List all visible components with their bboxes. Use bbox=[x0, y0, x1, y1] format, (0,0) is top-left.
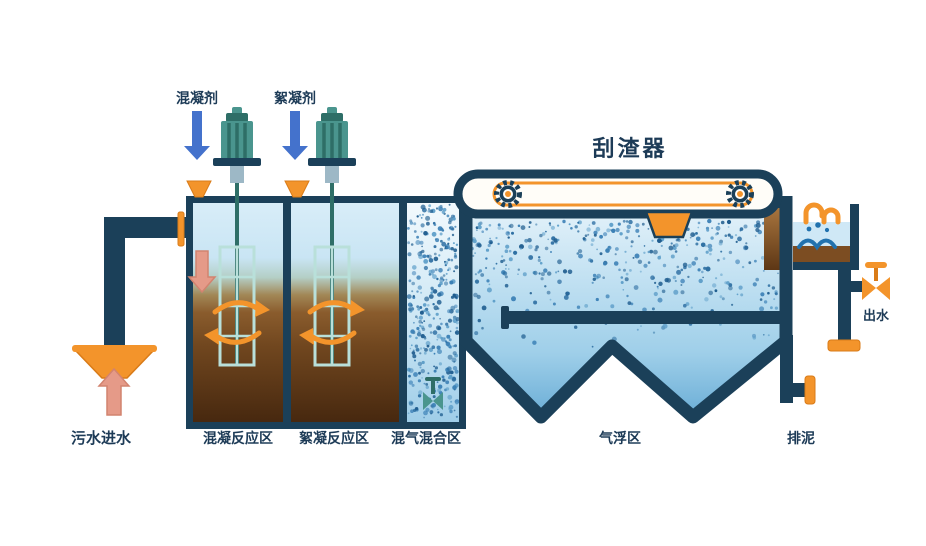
label-zone-flocculation: 絮凝反应区 bbox=[299, 430, 369, 446]
label-flocculant: 絮凝剂 bbox=[274, 90, 316, 106]
outlet-valve-icon bbox=[862, 262, 890, 300]
dosing-arrow-icon bbox=[184, 111, 210, 160]
inlet-pipe-vertical bbox=[104, 217, 125, 354]
outlet-box-bottom-wall bbox=[793, 262, 859, 270]
flocculation-tank-water bbox=[291, 203, 399, 422]
inlet-pipe-horizontal bbox=[104, 217, 193, 238]
motor-fins bbox=[227, 123, 247, 158]
label-outlet: 出水 bbox=[863, 308, 890, 323]
dosing-funnel-icon bbox=[186, 180, 212, 198]
motor-neck bbox=[230, 166, 244, 183]
sludge-flange-icon bbox=[804, 375, 816, 405]
weir-overflow-icon bbox=[803, 202, 841, 225]
label-zone-air-mixing: 混气混合区 bbox=[391, 430, 461, 446]
outlet-box-right-wall bbox=[850, 204, 859, 270]
motor-top bbox=[226, 113, 248, 122]
inlet-flow-arrow-icon bbox=[97, 367, 131, 416]
mixer-assembly-1 bbox=[213, 107, 261, 367]
outlet-weir-box bbox=[793, 202, 859, 270]
label-zone-coagulation: 混凝反应区 bbox=[203, 430, 273, 446]
gear-icon bbox=[726, 180, 754, 208]
collection-pipe-cap bbox=[501, 306, 509, 329]
inlet-assembly bbox=[72, 211, 194, 416]
swirl-arrow-icon bbox=[204, 300, 270, 345]
mixing-zone-valve-icon bbox=[423, 377, 443, 410]
water-splash-icon bbox=[797, 222, 837, 251]
gear-icon bbox=[494, 180, 522, 208]
downflow-arrow-icon bbox=[187, 250, 217, 294]
outlet-flange-icon bbox=[827, 339, 861, 352]
motor-bracket bbox=[213, 158, 261, 166]
collection-pipe bbox=[506, 311, 792, 324]
flotation-tank bbox=[459, 196, 816, 424]
label-coagulant: 混凝剂 bbox=[176, 90, 218, 106]
scraper-blade-icon bbox=[644, 210, 694, 239]
dosing-arrow-icon bbox=[282, 111, 308, 160]
scraper-assembly bbox=[453, 169, 783, 239]
valve-stub-pipe bbox=[851, 281, 863, 292]
inlet-funnel-rim bbox=[72, 345, 157, 352]
outlet-assembly bbox=[827, 262, 890, 352]
label-scraper: 刮渣器 bbox=[592, 136, 667, 161]
flotation-water bbox=[466, 203, 786, 417]
outlet-box-scum bbox=[793, 246, 850, 262]
outlet-pipe bbox=[838, 268, 851, 343]
scum-layer bbox=[764, 207, 781, 270]
flocculant-dosing bbox=[282, 111, 310, 198]
label-inlet: 污水进水 bbox=[71, 429, 132, 447]
label-zone-flotation: 气浮区 bbox=[598, 430, 641, 446]
label-sludge: 排泥 bbox=[787, 430, 815, 446]
coagulant-dosing bbox=[184, 111, 212, 198]
inlet-flange-icon bbox=[177, 211, 185, 247]
dosing-funnel-icon bbox=[284, 180, 310, 198]
